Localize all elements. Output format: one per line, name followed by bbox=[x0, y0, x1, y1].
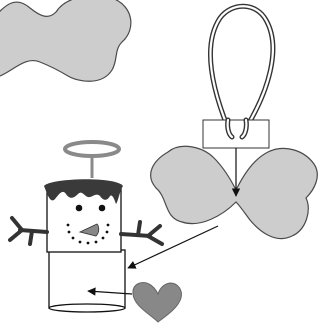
snowman-icon bbox=[8, 140, 164, 313]
left-arm-icon bbox=[8, 216, 49, 246]
hat-icon bbox=[44, 179, 123, 204]
nose-icon bbox=[78, 223, 100, 237]
wing-shape-icon bbox=[0, 0, 132, 82]
string-loop-icon bbox=[207, 3, 276, 131]
right-arm-icon bbox=[119, 220, 164, 246]
arrow-heart-to-body bbox=[87, 287, 133, 296]
arrow-wings-to-body bbox=[127, 225, 219, 269]
wing-shape-icon bbox=[150, 145, 318, 240]
heart-icon bbox=[132, 281, 182, 323]
halo-icon bbox=[63, 140, 121, 178]
paper-tab-icon bbox=[202, 117, 270, 149]
